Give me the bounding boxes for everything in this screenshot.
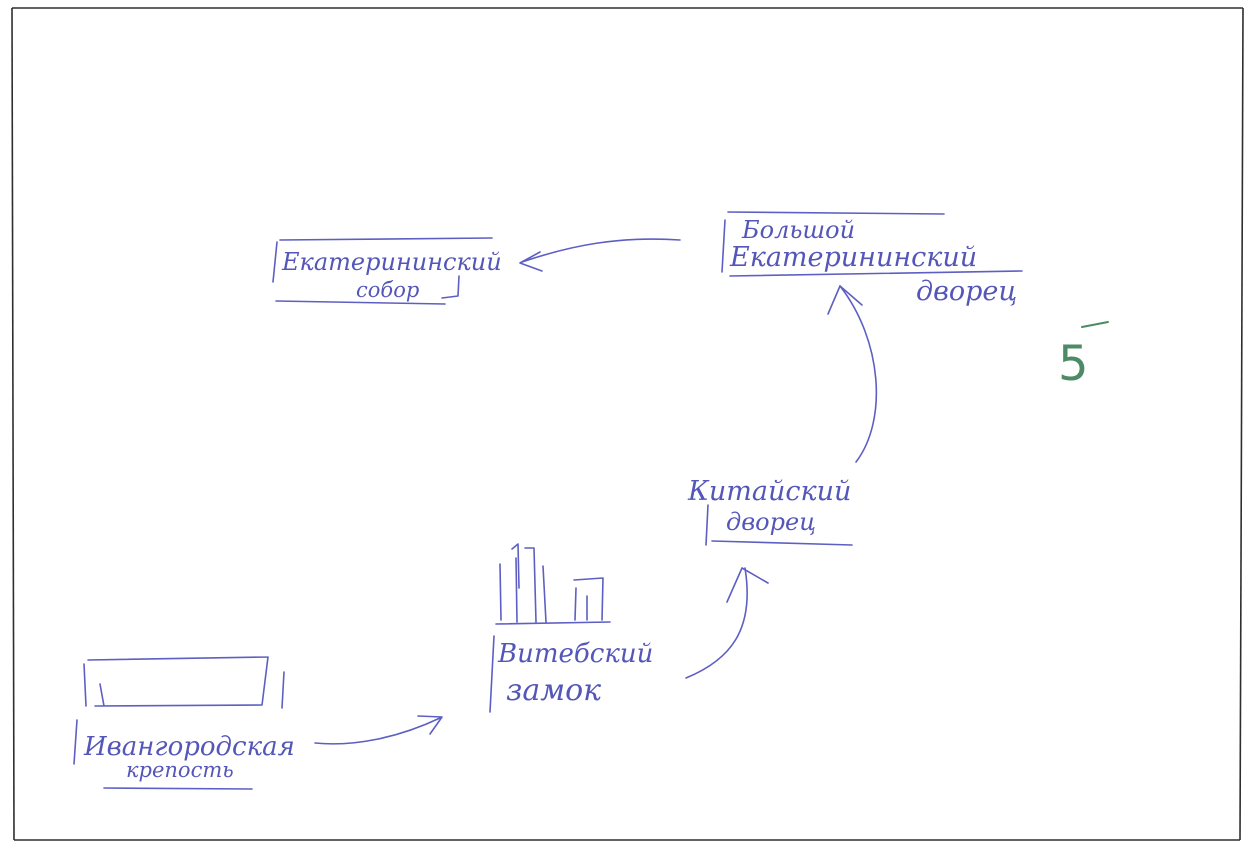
grade-mark: 5	[1058, 321, 1109, 392]
node-bracket-left	[705, 504, 709, 546]
node-bracket-left	[489, 635, 495, 713]
node-topline	[279, 237, 493, 241]
node-chinese-palace: Китайский дворец	[687, 476, 853, 546]
node-bracket-left	[272, 241, 278, 283]
arrow-vitebsk-to-chinese-palace	[685, 567, 769, 679]
catherine-palace-label-line2: Екатерининский	[729, 242, 977, 273]
node-bracket-left	[73, 719, 78, 765]
chinese-palace-label-line1: Китайский	[687, 476, 851, 507]
node-underline	[103, 787, 253, 790]
fortress-drawing	[83, 656, 285, 709]
node-catherine-cathedral: Екатерининский собор	[272, 237, 502, 305]
node-catherine-palace: Большой Екатерининский дворец	[721, 211, 1023, 307]
arrow-ivangorod-to-vitebsk	[314, 715, 443, 745]
ivangorod-label-line2: крепость	[126, 758, 234, 782]
paper-frame	[11, 7, 1244, 841]
node-bracket-right	[441, 275, 460, 299]
node-bracket-left	[721, 219, 726, 273]
node-ivangorod-fortress: Ивангородская крепость	[73, 656, 295, 790]
ivangorod-label-line1: Ивангородская	[83, 732, 295, 762]
node-underline	[711, 540, 853, 546]
catherine-cathedral-label-line1: Екатерининский	[281, 248, 502, 276]
vitebsk-label-line1: Витебский	[497, 639, 653, 669]
chinese-palace-label-line2: дворец	[726, 508, 816, 536]
node-topline	[727, 211, 945, 215]
vitebsk-label-line2: замок	[506, 673, 601, 708]
node-underline	[275, 300, 446, 305]
castle-drawing	[495, 543, 611, 625]
catherine-palace-label-line1: Большой	[741, 216, 855, 244]
node-vitebsk-castle: Витебский замок	[489, 543, 653, 713]
arrow-catherine-palace-to-cathedral	[519, 238, 681, 272]
catherine-palace-label-line3: дворец	[916, 276, 1017, 307]
grade-dash	[1081, 321, 1109, 328]
catherine-cathedral-label-line2: собор	[356, 278, 419, 302]
node-underline	[729, 270, 1023, 277]
arrow-chinese-palace-to-catherine-palace	[827, 285, 878, 463]
grade-value: 5	[1058, 336, 1089, 392]
